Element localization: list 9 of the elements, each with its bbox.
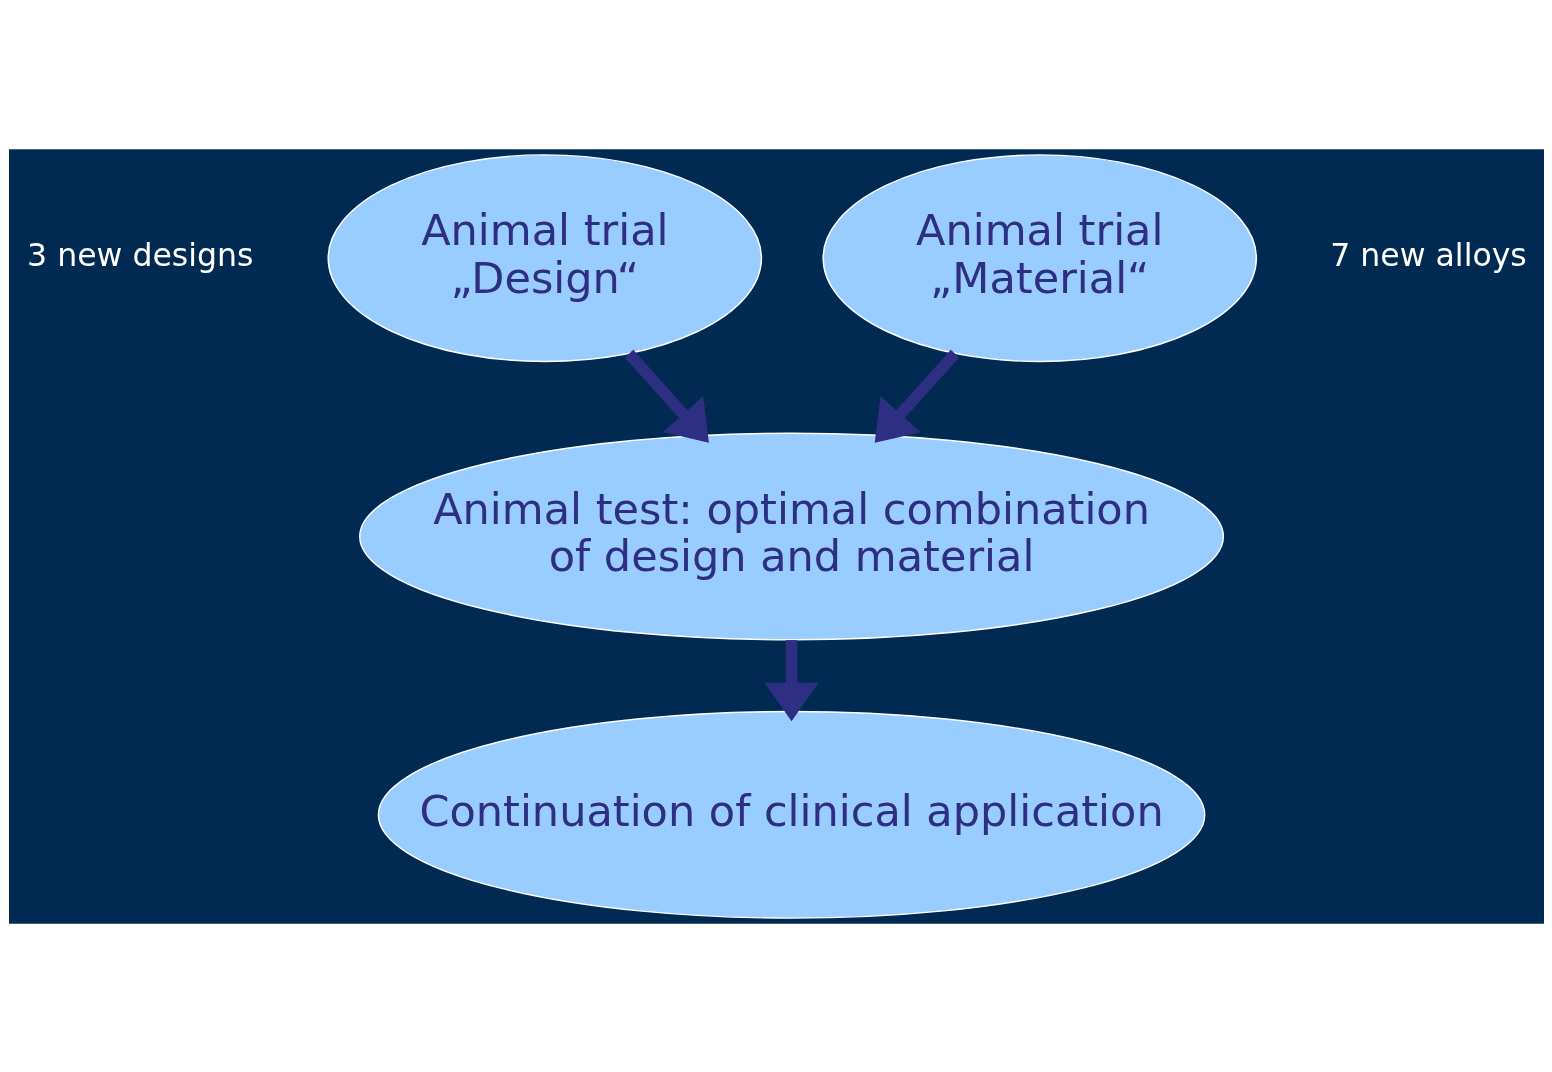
node-ellipse: Continuation of clinical application xyxy=(377,710,1205,919)
arrow xyxy=(874,349,959,443)
node-ellipse: Animal trial „Material“ xyxy=(821,153,1257,362)
node-ellipse: Animal trial „Design“ xyxy=(326,153,762,362)
node-label: 7 new alloys xyxy=(1329,236,1527,273)
node-ellipse: Animal test: optimal combination of design and material xyxy=(358,432,1224,640)
arrow xyxy=(624,349,709,443)
node-label: 3 new designs xyxy=(26,236,253,273)
arrow xyxy=(763,639,819,721)
